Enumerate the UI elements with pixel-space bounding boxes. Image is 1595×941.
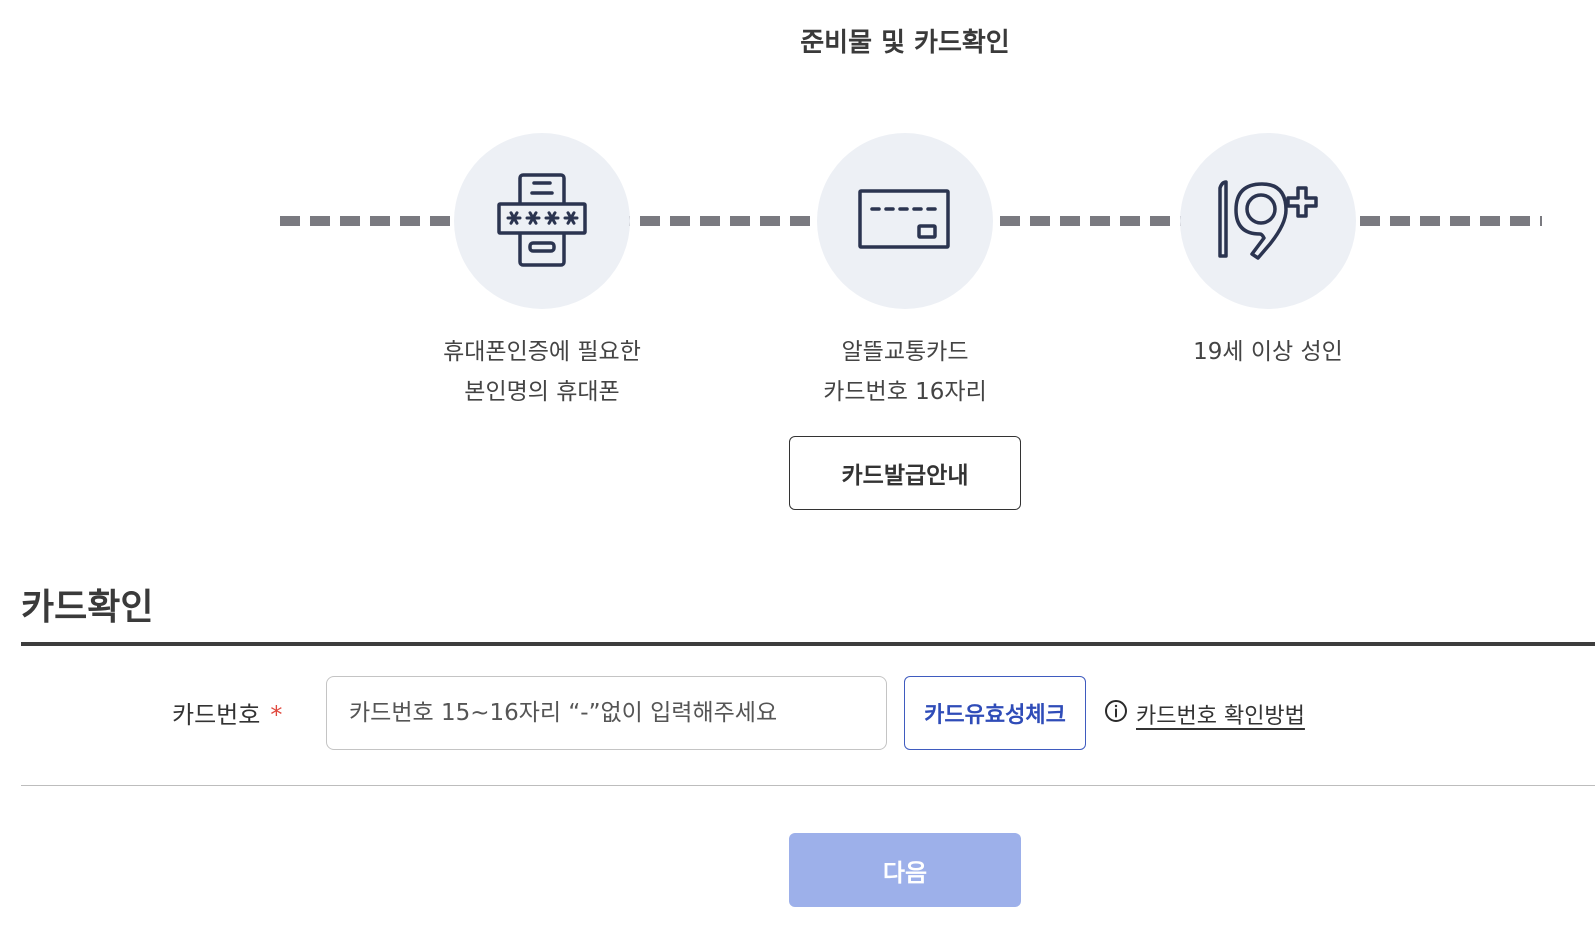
next-button[interactable]: 다음 bbox=[789, 833, 1021, 907]
step-card-line2: 카드번호 16자리 bbox=[823, 379, 987, 405]
form-bottom-divider bbox=[21, 785, 1595, 786]
required-mark: * bbox=[270, 701, 283, 729]
step-card-line1: 알뜰교통카드 bbox=[841, 339, 969, 365]
step-phone-line2: 본인명의 휴대폰 bbox=[464, 379, 620, 405]
step-phone-circle bbox=[454, 133, 630, 309]
step-age-circle bbox=[1180, 133, 1356, 309]
step-phone-line1: 휴대폰인증에 필요한 bbox=[443, 339, 641, 365]
card-number-label-text: 카드번호 bbox=[172, 701, 261, 729]
help-link-text[interactable]: 카드번호 확인방법 bbox=[1136, 704, 1305, 729]
info-icon bbox=[1104, 699, 1128, 729]
step-card-text: 알뜰교통카드 카드번호 16자리 bbox=[755, 332, 1055, 412]
prep-title: 준비물 및 카드확인 bbox=[800, 28, 1010, 58]
card-check-title: 카드확인 bbox=[21, 587, 154, 628]
step-phone-text: 휴대폰인증에 필요한 본인명의 휴대폰 bbox=[392, 332, 692, 412]
card-issue-guide-button[interactable]: 카드발급안내 bbox=[789, 436, 1021, 510]
section-divider bbox=[21, 642, 1595, 646]
age-19-plus-icon bbox=[1212, 178, 1324, 264]
step-card-circle bbox=[817, 133, 993, 309]
step-age-line1: 19세 이상 성인 bbox=[1193, 339, 1343, 365]
card-number-input[interactable] bbox=[326, 676, 887, 750]
card-number-label: 카드번호 * bbox=[172, 695, 282, 730]
card-validity-check-button[interactable]: 카드유효성체크 bbox=[904, 676, 1086, 750]
step-age-text: 19세 이상 성인 bbox=[1118, 332, 1418, 372]
phone-password-icon bbox=[487, 171, 597, 271]
card-icon bbox=[857, 188, 953, 254]
card-number-help-link[interactable]: 카드번호 확인방법 bbox=[1104, 697, 1305, 731]
